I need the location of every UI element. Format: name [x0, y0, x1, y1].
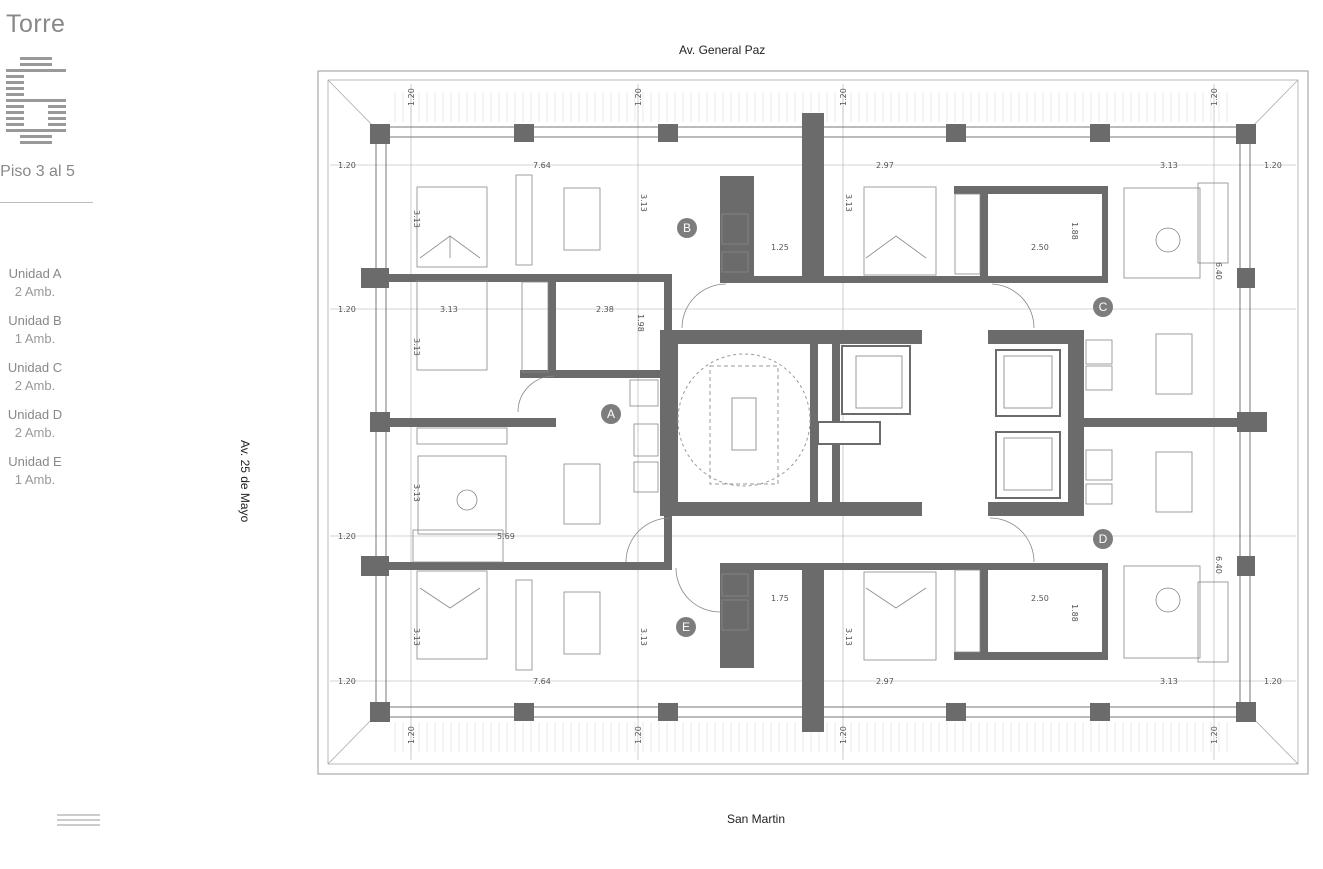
- svg-text:A: A: [607, 407, 615, 421]
- dimension-label: 2.50: [1031, 243, 1049, 252]
- menu-icon[interactable]: [57, 814, 100, 832]
- svg-text:C: C: [1099, 300, 1108, 314]
- dimension-label: 1.98: [636, 314, 645, 332]
- unit-type: 2 Amb.: [14, 378, 56, 393]
- floor-plan: 7.64 2.97 3.13 7.64 2.97 3.13 1.20 1.20 …: [317, 70, 1309, 775]
- unit-name: Unidad E: [8, 454, 62, 469]
- svg-text:E: E: [682, 620, 690, 634]
- dimension-label: 1.20: [407, 88, 416, 106]
- dimension-label: 1.20: [1264, 161, 1282, 170]
- dimension-label: 3.13: [412, 484, 421, 502]
- sidebar: Torre Piso 3 al 5 Unidad A 2 Amb. Unidad…: [0, 0, 110, 869]
- dimension-label: 2.97: [876, 161, 894, 170]
- dimension-label: 2.50: [1031, 594, 1049, 603]
- unit-type: 2 Amb.: [14, 284, 56, 299]
- dimension-label: 3.13: [639, 628, 648, 646]
- dimension-label: 3.13: [1160, 677, 1178, 686]
- unit-markers: A B C D E: [601, 218, 1113, 637]
- unit-marker-b[interactable]: B: [677, 218, 697, 238]
- dimension-label: 1.20: [338, 677, 356, 686]
- floor-range-label: Piso 3 al 5: [0, 163, 75, 180]
- dimension-label: 3.13: [412, 210, 421, 228]
- unit-marker-c[interactable]: C: [1093, 297, 1113, 317]
- dimension-label: 1.88: [1070, 222, 1079, 240]
- unit-marker-a[interactable]: A: [601, 404, 621, 424]
- dimension-label: 1.20: [1264, 677, 1282, 686]
- dimension-label: 6.40: [1214, 262, 1223, 280]
- dimension-label: 5.69: [497, 532, 515, 541]
- dimension-label: 1.20: [338, 305, 356, 314]
- dimension-label: 2.97: [876, 677, 894, 686]
- unit-type: 1 Amb.: [14, 331, 56, 346]
- dimension-label: 3.13: [440, 305, 458, 314]
- dimension-label: 1.75: [771, 594, 789, 603]
- unit-type: 2 Amb.: [14, 425, 56, 440]
- tower-title: Torre: [6, 10, 66, 38]
- unit-name: Unidad D: [7, 407, 63, 422]
- street-bottom-label: San Martin: [727, 812, 786, 826]
- dimension-label: 2.38: [596, 305, 614, 314]
- dimension-label: 6.40: [1214, 556, 1223, 574]
- unit-name: Unidad A: [8, 266, 62, 281]
- dimension-label: 1.20: [338, 532, 356, 541]
- dimension-label: 3.13: [844, 628, 853, 646]
- dimension-label: 1.20: [634, 726, 643, 744]
- unit-name: Unidad C: [7, 360, 63, 375]
- dimension-label: 1.20: [634, 88, 643, 106]
- svg-text:D: D: [1099, 532, 1108, 546]
- dimension-label: 1.88: [1070, 604, 1079, 622]
- street-top-label: Av. General Paz: [679, 43, 766, 57]
- dimension-label: 3.13: [1160, 161, 1178, 170]
- unit-item-a[interactable]: Unidad A 2 Amb.: [0, 265, 70, 312]
- unit-marker-e[interactable]: E: [676, 617, 696, 637]
- unit-list: Unidad A 2 Amb. Unidad B 1 Amb. Unidad C…: [0, 265, 70, 500]
- unit-type: 1 Amb.: [14, 472, 56, 487]
- unit-marker-d[interactable]: D: [1093, 529, 1113, 549]
- divider: [0, 202, 93, 203]
- dimension-label: 7.64: [533, 677, 551, 686]
- tower-logo-icon: [6, 57, 66, 144]
- svg-text:B: B: [683, 221, 691, 235]
- unit-item-b[interactable]: Unidad B 1 Amb.: [0, 312, 70, 359]
- dimension-label: 3.13: [412, 628, 421, 646]
- dimension-label: 3.13: [844, 194, 853, 212]
- street-left-label: Av. 25 de Mayo: [238, 440, 252, 523]
- dimension-label: 7.64: [533, 161, 551, 170]
- dimension-label: 1.25: [771, 243, 789, 252]
- dimension-label: 1.20: [1210, 726, 1219, 744]
- unit-name: Unidad B: [8, 313, 62, 328]
- dimension-label: 3.13: [639, 194, 648, 212]
- unit-item-e[interactable]: Unidad E 1 Amb.: [0, 453, 70, 500]
- dimension-label: 1.20: [407, 726, 416, 744]
- dimension-label: 1.20: [839, 88, 848, 106]
- unit-item-c[interactable]: Unidad C 2 Amb.: [0, 359, 70, 406]
- dimension-label: 3.13: [412, 338, 421, 356]
- dimension-label: 1.20: [338, 161, 356, 170]
- unit-item-d[interactable]: Unidad D 2 Amb.: [0, 406, 70, 453]
- dimension-label: 1.20: [1210, 88, 1219, 106]
- dimension-label: 1.20: [839, 726, 848, 744]
